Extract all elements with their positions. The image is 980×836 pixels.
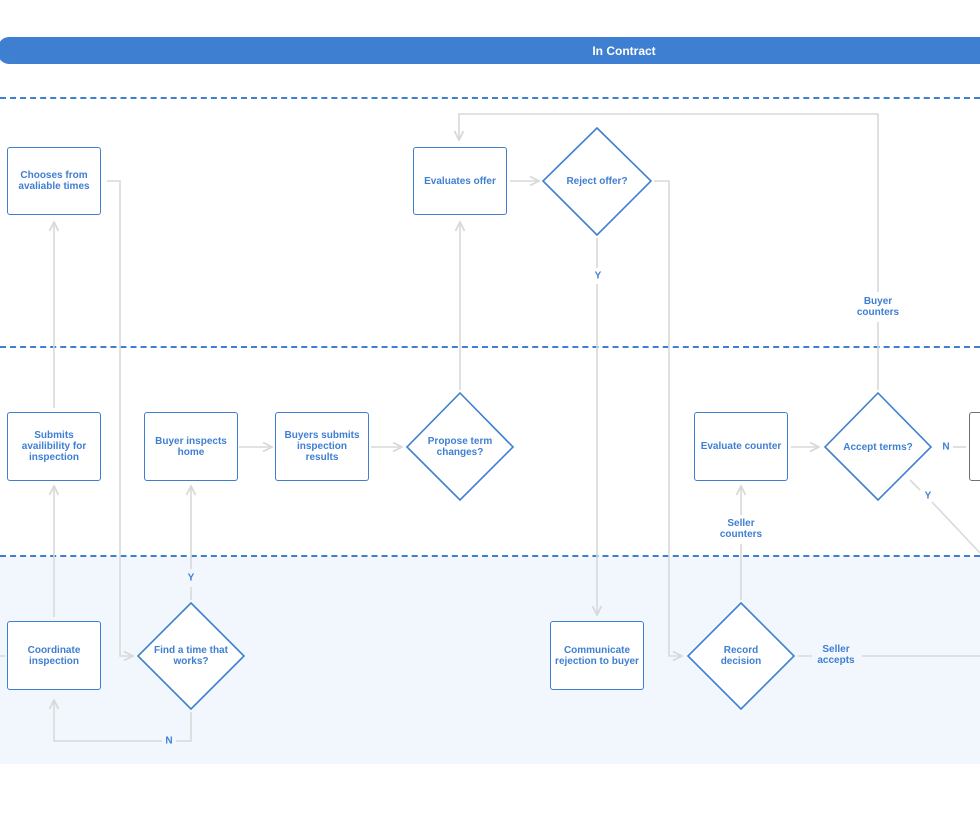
evaluate-counter-box: Evaluate counter (694, 412, 788, 481)
buyer-inspects-box: Buyer inspects home (144, 412, 238, 481)
edge-label-accept-no: N (942, 441, 950, 453)
submits-availability-label: Submits availibility for inspection (21, 430, 87, 463)
record-decision-label: Record decision (720, 645, 762, 667)
edge-accept-yes (909, 479, 980, 554)
find-time-diamond (136, 601, 246, 711)
communicate-rejection-label: Communicate rejection to buyer (555, 644, 639, 667)
accept-terms-text: Accept terms? (836, 432, 920, 462)
buyer-inspects-label: Buyer inspects home (155, 435, 227, 458)
reject-offer-text: Reject offer? (555, 166, 639, 196)
buyers-submits-label: Buyers submits inspection results (284, 430, 360, 463)
offscreen-grey-box (969, 412, 980, 481)
propose-changes-label: Propose term changes? (427, 436, 493, 458)
lane-divider-middle (0, 346, 980, 348)
find-time-text: Find a time that works? (149, 641, 233, 671)
reject-offer-diamond (541, 126, 653, 237)
edge-label-find-no: N (165, 735, 173, 747)
edge-label-buyer-counters: Buyer counters (856, 296, 900, 318)
edge-find-no (54, 700, 192, 742)
submits-availability-box: Submits availibility for inspection (7, 412, 101, 481)
chooses-times-box: Chooses from avaliable times (7, 147, 101, 215)
lane-divider-bottom (0, 555, 980, 557)
edge-label-find-yes: Y (187, 572, 195, 584)
edge-label-seller-counters: Seller counters (719, 518, 763, 540)
edge-label-reject-yes: Y (594, 270, 602, 282)
edge-buyer-counters (459, 113, 879, 390)
lane-divider-top (0, 97, 980, 99)
phase-header: In Contract (0, 37, 980, 64)
accept-terms-label: Accept terms? (843, 441, 913, 453)
accept-terms-diamond (823, 391, 933, 502)
edge-choose-to-find (107, 180, 133, 656)
propose-changes-diamond (405, 391, 515, 502)
coordinate-inspection-label: Coordinate inspection (27, 644, 81, 667)
edge-label-seller-accepts: Seller accepts (817, 644, 855, 666)
record-decision-diamond (686, 601, 796, 711)
evaluates-offer-box: Evaluates offer (413, 147, 507, 215)
evaluates-offer-label: Evaluates offer (424, 175, 496, 187)
reject-offer-label: Reject offer? (566, 175, 628, 187)
find-time-label: Find a time that works? (154, 645, 228, 667)
phase-title: In Contract (592, 43, 656, 58)
communicate-rejection-box: Communicate rejection to buyer (550, 621, 644, 690)
evaluate-counter-label: Evaluate counter (700, 441, 782, 452)
propose-changes-text: Propose term changes? (418, 432, 502, 462)
edge-label-accept-yes: Y (924, 490, 932, 502)
chooses-times-label: Chooses from avaliable times (18, 170, 90, 192)
coordinate-inspection-box: Coordinate inspection (7, 621, 101, 690)
buyers-submits-box: Buyers submits inspection results (275, 412, 369, 481)
record-decision-text: Record decision (699, 641, 783, 671)
edge-reject-to-record (654, 180, 682, 656)
